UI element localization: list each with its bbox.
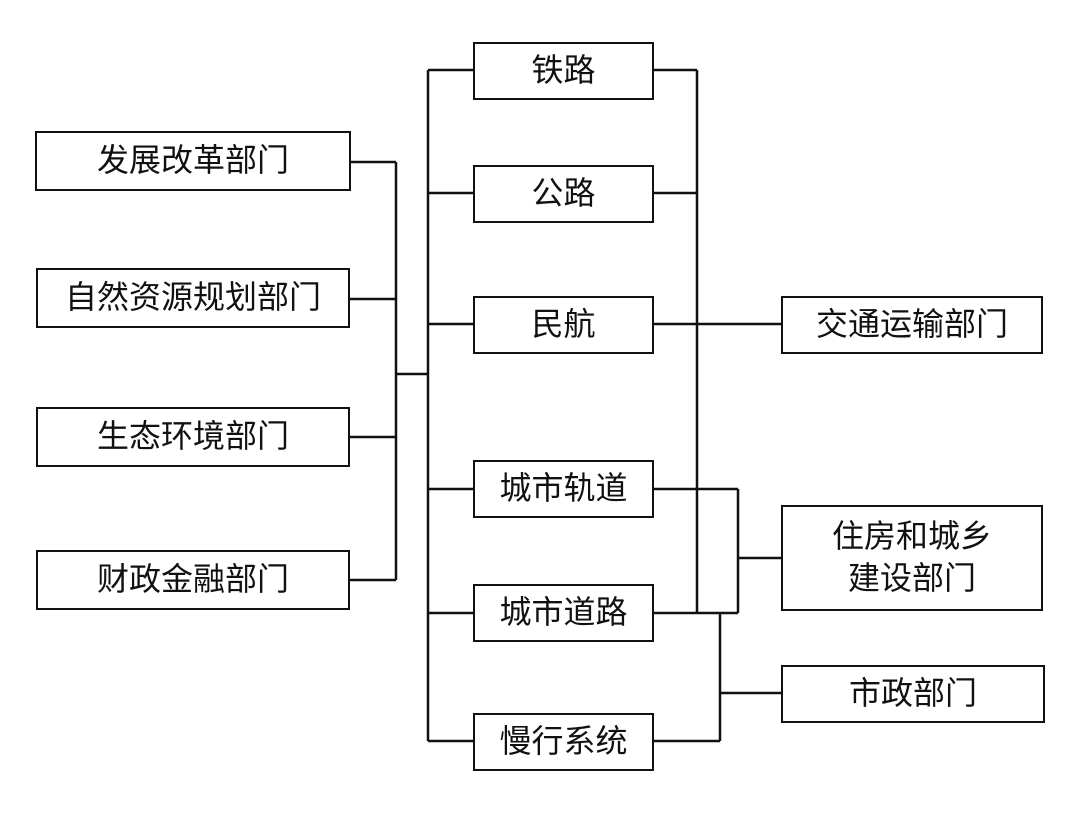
mode-highway: 公路 [473, 165, 654, 223]
mode-urban-rail: 城市轨道 [473, 460, 654, 518]
mode-slow-traffic: 慢行系统 [473, 713, 654, 771]
mode-urban-road: 城市道路 [473, 584, 654, 642]
dept-municipal: 市政部门 [781, 665, 1045, 723]
dept-transport: 交通运输部门 [781, 296, 1043, 354]
dept-finance: 财政金融部门 [36, 550, 350, 610]
dept-housing-line-2: 建设部门 [847, 559, 976, 597]
mode-railway: 铁路 [473, 42, 654, 100]
dept-housing-urban-rural: 住房和城乡 建设部门 [781, 505, 1043, 611]
dept-natural-resources: 自然资源规划部门 [36, 268, 350, 328]
dept-development-reform: 发展改革部门 [35, 131, 351, 191]
dept-housing-line-1: 住房和城乡 [831, 517, 992, 556]
dept-ecology-environment: 生态环境部门 [36, 407, 350, 467]
mode-civil-aviation: 民航 [473, 296, 654, 354]
